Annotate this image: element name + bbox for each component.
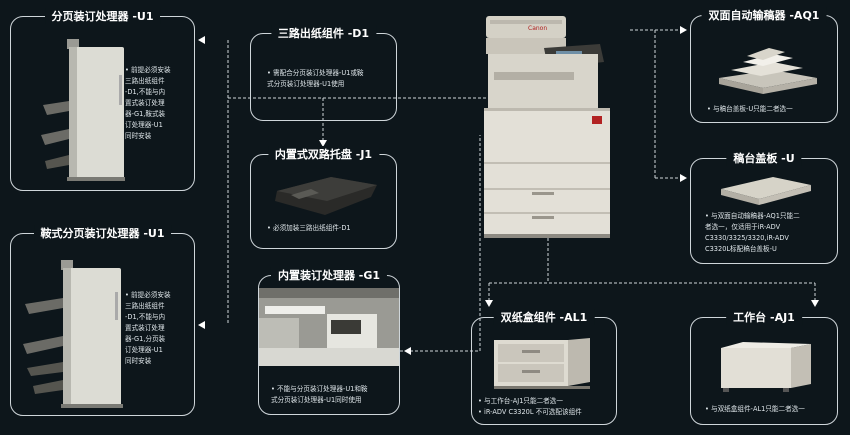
note-line: 与双面自动输稿器-AQ1只能二	[705, 211, 835, 222]
three-way-d1-notes: 需配合分页装订处理器-U1或鞍 式分页装订处理器-U1使用	[267, 68, 395, 90]
card-stand-aj1: 工作台 -AJ1 与双纸盒组件-AL1只能二者选一	[690, 309, 838, 425]
finisher-u1-notes: 前提必须安装 三路出纸组件 -D1,不能与内 置式装订处理 器-G1,鞍式装 订…	[125, 65, 191, 142]
note-line: 需配合分页装订处理器-U1或鞍	[267, 68, 395, 79]
note-line: 置式装订处理	[125, 324, 165, 332]
note-line: 前提必须安装	[125, 290, 191, 301]
note-line: C3320L标配稿台盖板-U	[705, 245, 777, 253]
duplex-feeder-aq1-notes: 与稿台盖板-U只能二者选一	[707, 104, 837, 115]
note-line: 必须加装三路出纸组件-D1	[267, 223, 395, 234]
note-line: 与稿台盖板-U只能二者选一	[707, 104, 837, 115]
note-line: 式分页装订处理器-U1同时使用	[271, 396, 362, 404]
note-line: 置式装订处理	[125, 99, 165, 107]
card-title: 分页装订处理器 -U1	[44, 8, 161, 24]
note-line: C3330/3325/3320,iR-ADV	[705, 234, 789, 242]
card-title: 双面自动输稿器 -AQ1	[701, 7, 827, 23]
card-saddle-u1: 鞍式分页装订处理器 -U1 前提必须安装 三路出纸组件 -D1,不能与内 置式装…	[10, 225, 195, 416]
printer-image: Canon	[484, 16, 610, 238]
platen-cover-u-notes: 与双面自动输稿器-AQ1只能二 者选一，仅适用于iR-ADV C3330/332…	[705, 211, 835, 255]
card-cassette-al1: 双纸盒组件 -AL1 与工作台-AJ1只能二者选一 iR-ADV C3320L …	[471, 309, 617, 425]
note-line: 者选一，仅适用于iR-ADV	[705, 223, 781, 231]
cassette-al1-notes: 与工作台-AJ1只能二者选一 iR-ADV C3320L 不可选配该组件	[478, 396, 616, 418]
inner-finisher-g1-image	[259, 288, 399, 366]
note-line: 与双纸盒组件-AL1只能二者选一	[705, 404, 837, 415]
inner-finisher-g1-notes: 不能与分页装订处理器-U1和鞍 式分页装订处理器-U1同时使用	[271, 384, 399, 406]
card-duplex-feeder-aq1: 双面自动输稿器 -AQ1 与稿台盖板-U只能二者选一	[690, 7, 838, 123]
stand-aj1-image	[721, 342, 811, 392]
finisher-u1-image	[41, 39, 125, 181]
note-line: 三路出纸组件	[125, 302, 165, 310]
card-inner-finisher-g1: 内置装订处理器 -G1 不能与分页装订处理器-U1和鞍 式分页装订处理器-U1同…	[258, 267, 400, 415]
card-platen-cover-u: 稿台盖板 -U 与双面自动输稿器-AQ1只能二 者选一，仅适用于iR-ADV C…	[690, 150, 838, 264]
card-title: 鞍式分页装订处理器 -U1	[33, 225, 172, 241]
stand-aj1-notes: 与双纸盒组件-AL1只能二者选一	[705, 404, 837, 415]
duplex-feeder-aq1-image	[719, 48, 817, 94]
platen-cover-u-image	[721, 177, 811, 205]
note-line: 同时安装	[125, 357, 152, 365]
note-line: -D1,不能与内	[125, 313, 166, 321]
note-line: 订处理器-U1	[125, 121, 163, 129]
note-line: 三路出纸组件	[125, 77, 165, 85]
saddle-u1-notes: 前提必须安装 三路出纸组件 -D1,不能与内 置式装订处理 器-G1,分页装 订…	[125, 290, 191, 367]
card-title: 内置式双路托盘 -J1	[267, 146, 380, 162]
cassette-al1-image	[494, 338, 590, 389]
inner-tray-j1-image	[275, 177, 377, 215]
note-line: 器-G1,鞍式装	[125, 110, 166, 118]
card-title: 内置装订处理器 -G1	[270, 267, 388, 283]
note-line: -D1,不能与内	[125, 88, 166, 96]
card-inner-tray-j1: 内置式双路托盘 -J1 必须加装三路出纸组件-D1	[250, 146, 397, 249]
card-title: 稿台盖板 -U	[726, 150, 802, 166]
card-three-way-d1: 三路出纸组件 -D1 需配合分页装订处理器-U1或鞍 式分页装订处理器-U1使用	[250, 25, 397, 121]
card-finisher-u1: 分页装订处理器 -U1 前提必须安装 三路出纸组件 -D1,不能与内 置式装订处…	[10, 8, 195, 191]
note-line: iR-ADV C3320L 不可选配该组件	[478, 407, 616, 418]
note-line: 式分页装订处理器-U1使用	[267, 80, 345, 88]
card-title: 工作台 -AJ1	[726, 309, 802, 325]
note-line: 与工作台-AJ1只能二者选一	[478, 396, 616, 407]
note-line: 同时安装	[125, 132, 152, 140]
card-title: 双纸盒组件 -AL1	[493, 309, 595, 325]
card-title: 三路出纸组件 -D1	[270, 25, 377, 41]
note-line: 前提必须安装	[125, 65, 191, 76]
note-line: 不能与分页装订处理器-U1和鞍	[271, 384, 399, 395]
saddle-u1-image	[23, 260, 123, 408]
printer-brand-label: Canon	[528, 25, 547, 32]
inner-tray-j1-notes: 必须加装三路出纸组件-D1	[267, 223, 395, 234]
note-line: 订处理器-U1	[125, 346, 163, 354]
note-line: 器-G1,分页装	[125, 335, 166, 343]
